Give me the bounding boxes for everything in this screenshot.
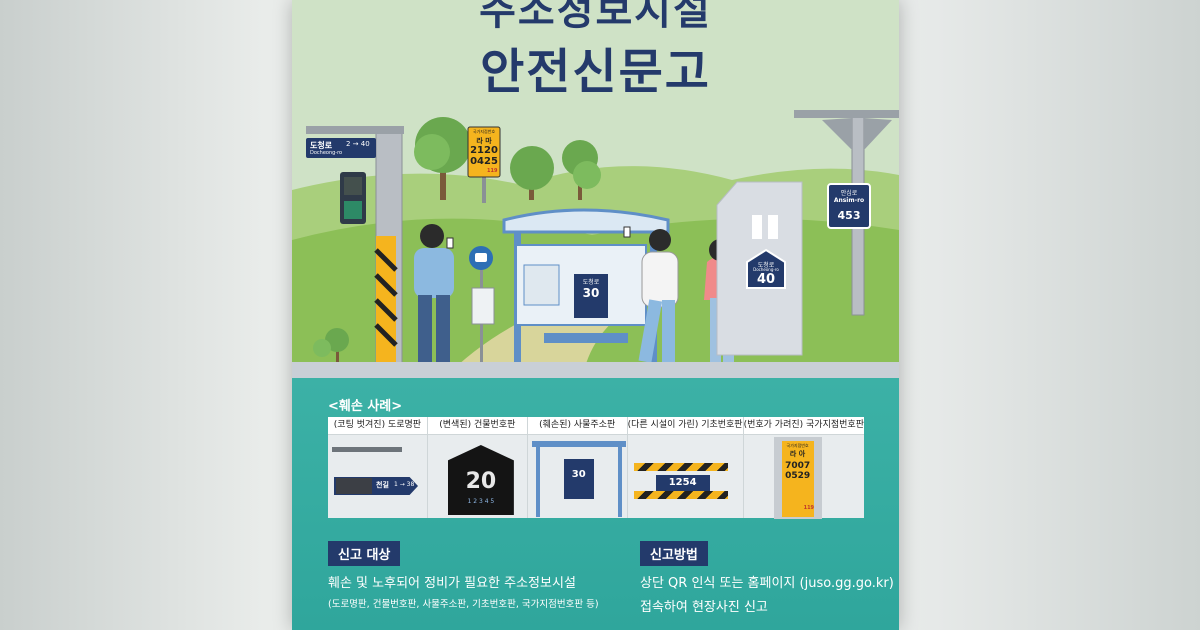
pole-sign-number: 453	[837, 209, 861, 222]
case-sign-word: 천길	[376, 481, 389, 489]
national-point-sign-shape	[467, 126, 501, 178]
case-sign-num1: 7007	[785, 461, 811, 471]
case-image: 20 1 2 3 4 5	[427, 435, 527, 518]
pole-sign-name: 안심로	[840, 190, 858, 197]
tree-icon	[562, 140, 601, 200]
case-sign-top: 국가지점번호	[786, 443, 809, 448]
case-caption: (번호가 가려진) 국가지점번호판	[743, 417, 864, 435]
building-sign-name: 도청로	[757, 262, 775, 269]
person-illustration	[414, 224, 454, 367]
tree-icon	[313, 328, 349, 363]
street-illustration	[292, 110, 899, 380]
case-image: 천길 1 → 38	[328, 435, 427, 518]
case-sign-sub: 1 2 3 4 5	[467, 498, 495, 505]
road-sign-range: 2 → 40	[346, 140, 370, 148]
case-sign-emergency: 119	[803, 505, 815, 511]
poster: 도청로 2 → 40 Docheong-ro 국가지점번호 라 마 2120 0…	[292, 0, 899, 630]
case-caption: (코팅 벗겨진) 도로명판	[328, 417, 427, 435]
case-basic-sign: (다른 시설이 가린) 기초번호판 1254	[627, 417, 744, 518]
case-sign-num2: 0529	[785, 471, 811, 481]
person-illustration	[623, 226, 679, 363]
shelter-sign-number: 30	[582, 286, 600, 300]
case-caption: (훼손된) 사물주소판	[527, 417, 627, 435]
case-sign-text: 20	[465, 469, 497, 494]
report-method-detail: 접속하여 현장사진 신고	[640, 600, 768, 615]
national-point-code: 라 마	[476, 137, 492, 145]
case-road-sign: (코팅 벗겨진) 도로명판 천길 1 → 38	[328, 417, 428, 518]
case-building-sign: (변색된) 건물번호판 20 1 2 3 4 5	[427, 417, 528, 518]
national-point-label: 국가지점번호	[472, 129, 496, 134]
road-sign-name: 도청로	[310, 141, 333, 150]
case-sign-text: 1 → 38	[394, 481, 415, 488]
building-sign-number: 40	[756, 272, 776, 287]
case-sign-text: 30	[571, 469, 586, 480]
national-point-num2: 0425	[470, 156, 498, 167]
case-image: 30	[527, 435, 627, 518]
title-line2: 안전신문고	[480, 44, 711, 100]
damage-cases: (코팅 벗겨진) 도로명판 천길 1 → 38 (변색된) 건물번호판 20 1…	[328, 417, 864, 519]
report-target-detail: (도로명판, 건물번호판, 사물주소판, 기초번호판, 국가지점번호판 등)	[328, 599, 599, 610]
building-sign-shape	[746, 248, 786, 289]
case-image: 1254	[627, 435, 743, 518]
national-point-emergency: 119	[487, 168, 498, 174]
case-object-sign: (훼손된) 사물주소판 30	[527, 417, 628, 518]
pole-sign-shape	[827, 183, 871, 229]
cases-heading: <훼손 사례>	[328, 399, 403, 414]
report-target-label: 신고 대상	[328, 541, 401, 566]
case-image: 국가지점번호 라 아 7007 0529 119	[743, 435, 864, 519]
road-sign-shape	[306, 138, 376, 158]
building-sign-roman: Docheong-ro	[753, 267, 779, 272]
case-caption: (다른 시설이 가린) 기초번호판	[627, 417, 743, 435]
title-line1: 주소정보시설	[479, 0, 712, 34]
shelter-sign-name: 도청로	[582, 279, 600, 286]
case-national-point-sign: (번호가 가려진) 국가지점번호판 국가지점번호 라 아 7007 0529 1…	[743, 417, 864, 519]
tree-icon	[510, 146, 554, 200]
case-sign-text: 1254	[668, 477, 697, 488]
pole-sign-roman: Ansim-ro	[833, 197, 865, 204]
report-target-text: 훼손 및 노후되어 정비가 필요한 주소정보시설	[328, 576, 576, 591]
tree-icon	[414, 117, 471, 200]
road-sign-roman: Docheong-ro	[310, 150, 343, 156]
case-caption: (변색된) 건물번호판	[427, 417, 527, 435]
report-method-text: 상단 QR 인식 또는 홈페이지 (juso.gg.go.kr)	[640, 576, 894, 591]
case-sign-code: 라 아	[789, 450, 806, 458]
report-method-label: 신고방법	[640, 541, 708, 566]
shelter-sign-shape	[574, 274, 608, 318]
national-point-num1: 2120	[470, 145, 498, 156]
